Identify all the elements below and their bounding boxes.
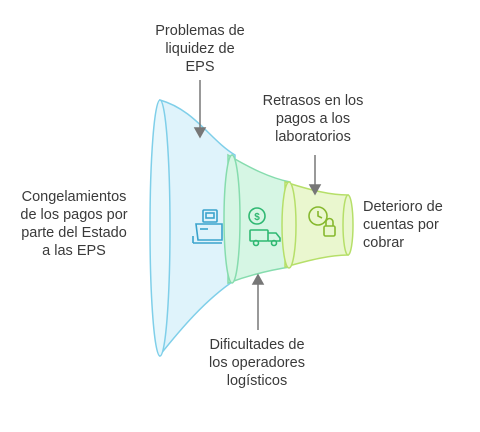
label-dificultades-operadores: Dificultades de los operadores logístico… xyxy=(209,337,305,389)
label-problemas-liquidez: Problemas de liquidez de EPS xyxy=(155,23,245,75)
stage-3-rim xyxy=(281,181,297,269)
arrow-head-1 xyxy=(193,127,207,139)
svg-text:$: $ xyxy=(254,212,260,223)
label-retrasos-pagos: Retrasos en los pagos a los laboratorios xyxy=(262,93,364,145)
label-left-cause: Congelamientos de los pagos por parte de… xyxy=(20,189,128,259)
stage-2-rim xyxy=(223,154,241,284)
label-deterioro-cuentas: Deterioro de cuentas por cobrar xyxy=(363,199,443,251)
arrow-head-2 xyxy=(308,184,322,196)
cash-register-icon xyxy=(192,209,223,244)
funnel-outlet xyxy=(342,194,354,256)
money-delivery-truck-icon: $ xyxy=(248,207,281,247)
funnel-mouth xyxy=(149,99,171,357)
clock-lock-icon xyxy=(308,206,336,237)
arrow-head-3 xyxy=(251,273,265,285)
